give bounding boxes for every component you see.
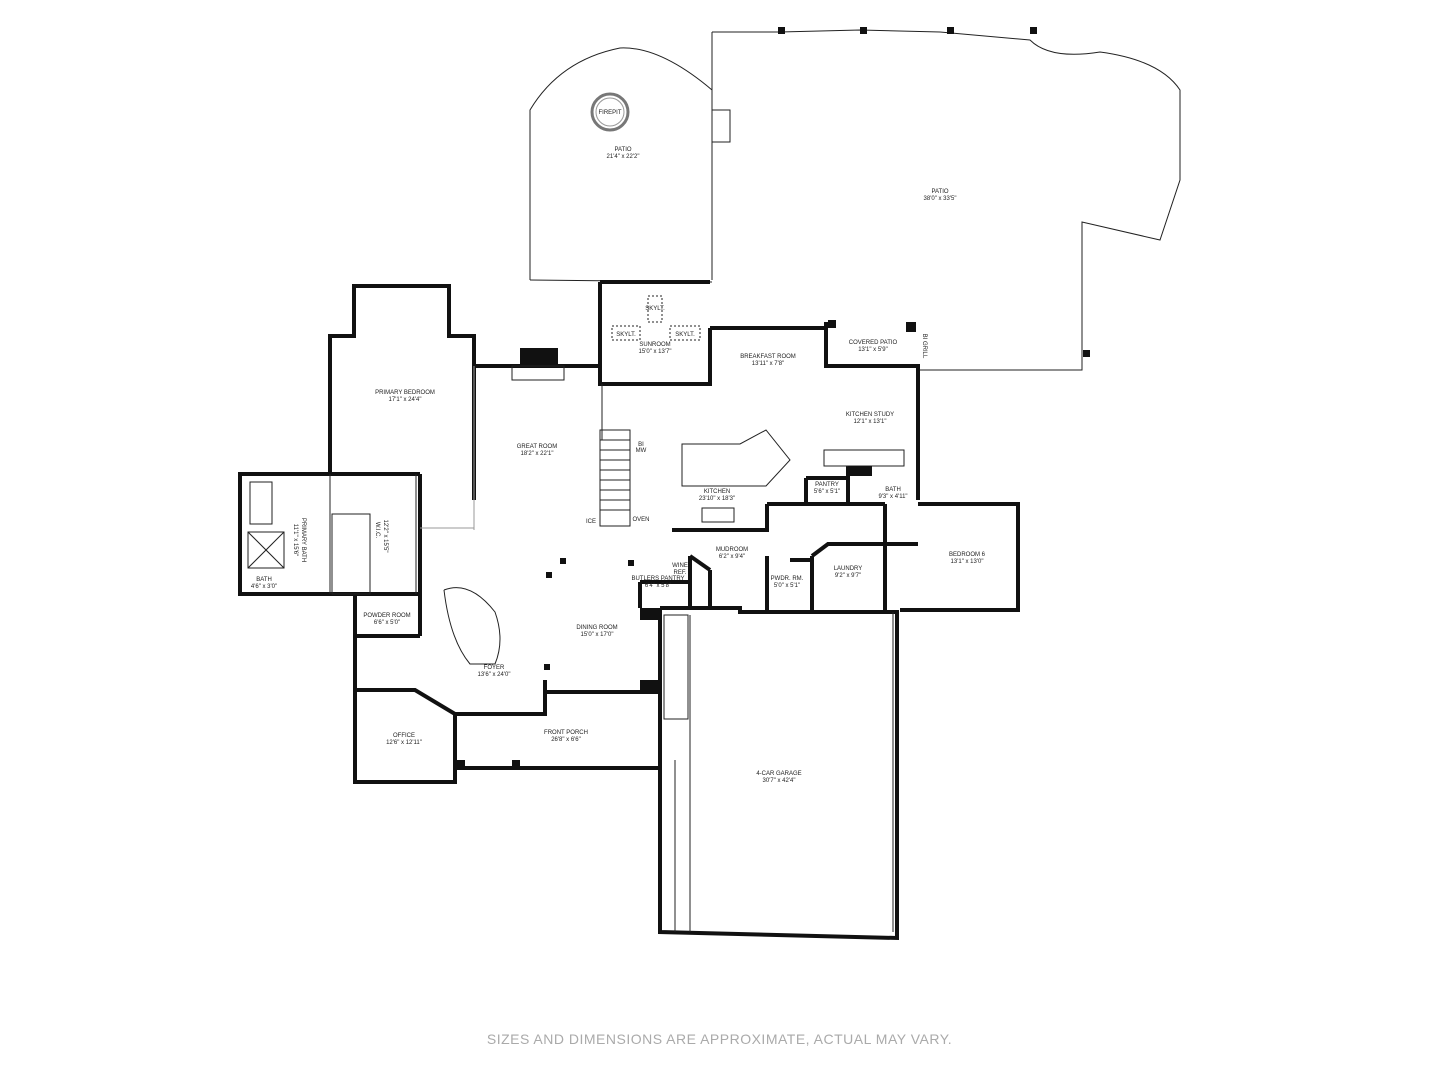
room-size: 4'6" x 3'0" (251, 584, 277, 590)
skylight-label-1: SKYLT. (645, 306, 665, 312)
room-size: 12'1" x 13'1" (854, 419, 887, 425)
room-name: BEDROOM 6 (949, 552, 986, 558)
room-name: KITCHEN STUDY (846, 412, 894, 418)
room-labels: PATIO 21'4" x 22'2" PATIO 38'0" x 33'5" … (251, 147, 986, 784)
room-name: 4-CAR GARAGE (756, 771, 801, 777)
room-size: 5'6" x 5'1" (814, 489, 840, 495)
firepit-label: FIREPIT (598, 110, 621, 116)
thin-partitions (247, 366, 894, 932)
room-name: OFFICE (393, 733, 415, 739)
room-size: 30'7" x 42'4" (763, 778, 796, 784)
room-name: BATH (256, 577, 272, 583)
exterior-walls (238, 280, 1020, 941)
room-name: PRIMARY BEDROOM (375, 390, 435, 396)
room-size: 12'6" x 12'11" (386, 740, 422, 746)
room-size: 13'6" x 24'0" (478, 672, 511, 678)
room-name: PANTRY (815, 482, 839, 488)
fireplace-icon (511, 348, 565, 381)
room-name: PWDR. RM. (771, 576, 804, 582)
room-size: 11'1" x 15'6" (292, 524, 298, 556)
fixture-labels: BI GRILL BI MW OVEN ICE WINE REF. (586, 334, 927, 576)
room-name: DINING ROOM (576, 625, 617, 631)
oven-label: OVEN (632, 517, 649, 523)
room-name: PATIO (614, 147, 631, 153)
room-name: MUDROOM (716, 547, 748, 553)
room-size: 21'4" x 22'2" (607, 154, 640, 160)
room-size: 15'0" x 13'7" (639, 349, 672, 355)
room-size: 18'2" x 22'1" (521, 451, 554, 457)
room-size: 6'6" x 5'0" (374, 620, 400, 626)
skylight-label-2: SKYLT. (616, 332, 636, 338)
room-size: 12'2" x 15'5" (382, 520, 388, 553)
column-posts (457, 320, 916, 768)
room-name: FRONT PORCH (544, 730, 588, 736)
room-size: 9'3" x 4'11" (878, 494, 907, 500)
stairs (443, 429, 689, 720)
room-size: 5'0" x 5'1" (774, 583, 800, 589)
room-name: BUTLERS PANTRY (631, 576, 684, 582)
bi-label: BI (638, 442, 644, 448)
wine-label: WINE (672, 563, 688, 569)
mw-label: MW (636, 448, 647, 454)
firepit-icon: FIREPIT (590, 92, 630, 132)
room-name: W.I.C. (374, 522, 380, 539)
room-name: LAUNDRY (834, 566, 863, 572)
room-size: 26'8" x 6'6" (551, 737, 581, 743)
disclaimer: SIZES AND DIMENSIONS ARE APPROXIMATE, AC… (486, 1031, 953, 1047)
room-name: POWDER ROOM (363, 613, 410, 619)
skylights: SKYLT. SKYLT. SKYLT. (611, 295, 701, 341)
room-size: 13'11" x 7'8" (752, 361, 784, 367)
room-size: 23'10" x 18'3" (699, 496, 735, 502)
patio-outlines (529, 29, 1181, 371)
room-name: SUNROOM (639, 342, 670, 348)
room-size: 38'0" x 33'5" (924, 196, 957, 202)
room-size: 6'4" x 5'8" (645, 583, 671, 589)
skylight-label-3: SKYLT. (675, 332, 695, 338)
room-size: 13'1" x 13'0" (951, 559, 984, 565)
ice-label: ICE (586, 519, 596, 525)
ref-label: REF. (673, 570, 686, 576)
room-size: 9'2" x 9'7" (835, 573, 861, 579)
room-size: 6'2" x 9'4" (719, 554, 745, 560)
room-name: BREAKFAST ROOM (740, 354, 796, 360)
room-size: 15'0" x 17'0" (581, 632, 614, 638)
room-name: BATH (885, 487, 901, 493)
room-name: PATIO (931, 189, 948, 195)
room-name: FOYER (484, 665, 505, 671)
room-size: 13'1" x 5'9" (858, 347, 888, 353)
room-name: KITCHEN (704, 489, 730, 495)
patio-posts (778, 27, 1090, 357)
room-size: 17'1" x 24'4" (389, 397, 422, 403)
room-name: GREAT ROOM (517, 444, 557, 450)
bi-grill-label: BI GRILL (921, 334, 927, 359)
room-name: PRIMARY BATH (300, 518, 306, 562)
room-name: COVERED PATIO (849, 340, 898, 346)
